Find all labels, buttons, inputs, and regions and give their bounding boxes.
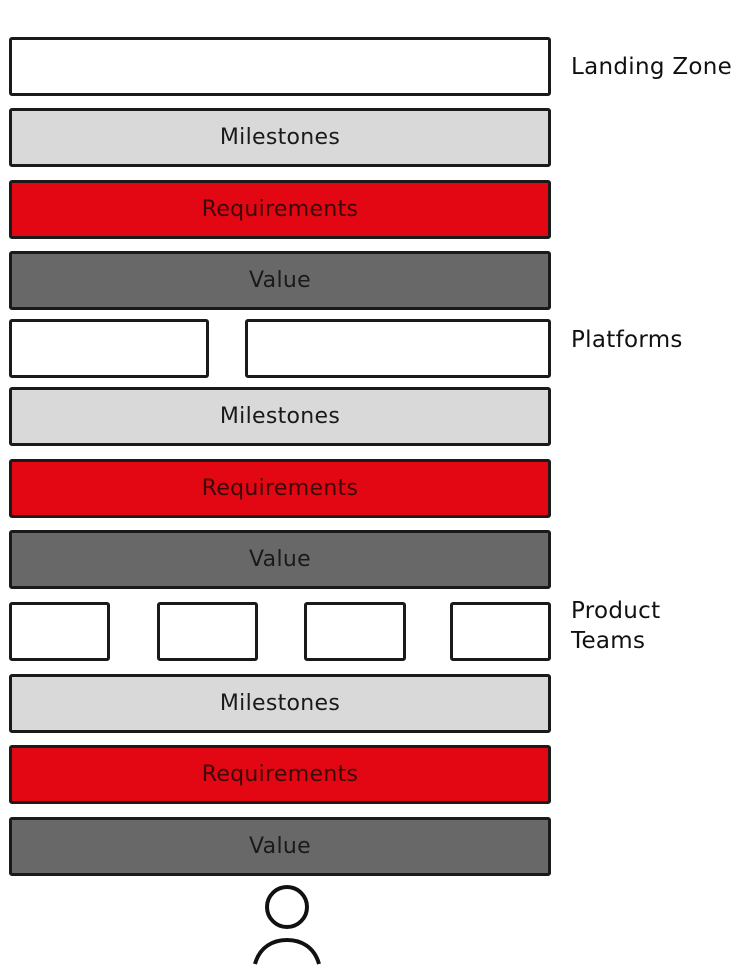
platform-box-1 [9,319,209,378]
landing-zone-label: Landing Zone [571,54,733,80]
landing-zone-milestones: Milestones [9,108,551,167]
product-teams-requirements: Requirements [9,745,551,804]
value-label: Value [249,547,311,572]
product-team-box-1 [9,602,110,661]
landing-zone-requirements: Requirements [9,180,551,239]
requirements-label: Requirements [201,762,359,787]
product-team-box-2 [157,602,258,661]
platforms-requirements: Requirements [9,459,551,518]
platform-box-2 [245,319,551,378]
product-teams-label: Product Teams [571,598,661,654]
milestones-label: Milestones [219,125,341,150]
product-teams-milestones: Milestones [9,674,551,733]
platforms-milestones: Milestones [9,387,551,446]
value-label: Value [249,268,311,293]
value-label: Value [249,834,311,859]
landing-zone-box [9,37,551,96]
milestones-label: Milestones [219,404,341,429]
product-team-box-4 [450,602,551,661]
requirements-label: Requirements [201,197,359,222]
milestones-label: Milestones [219,691,341,716]
platforms-value: Value [9,530,551,589]
requirements-label: Requirements [201,476,359,501]
person-icon [253,885,321,965]
product-team-box-3 [304,602,406,661]
product-teams-value: Value [9,817,551,876]
landing-zone-value: Value [9,251,551,310]
platforms-label: Platforms [571,327,683,353]
